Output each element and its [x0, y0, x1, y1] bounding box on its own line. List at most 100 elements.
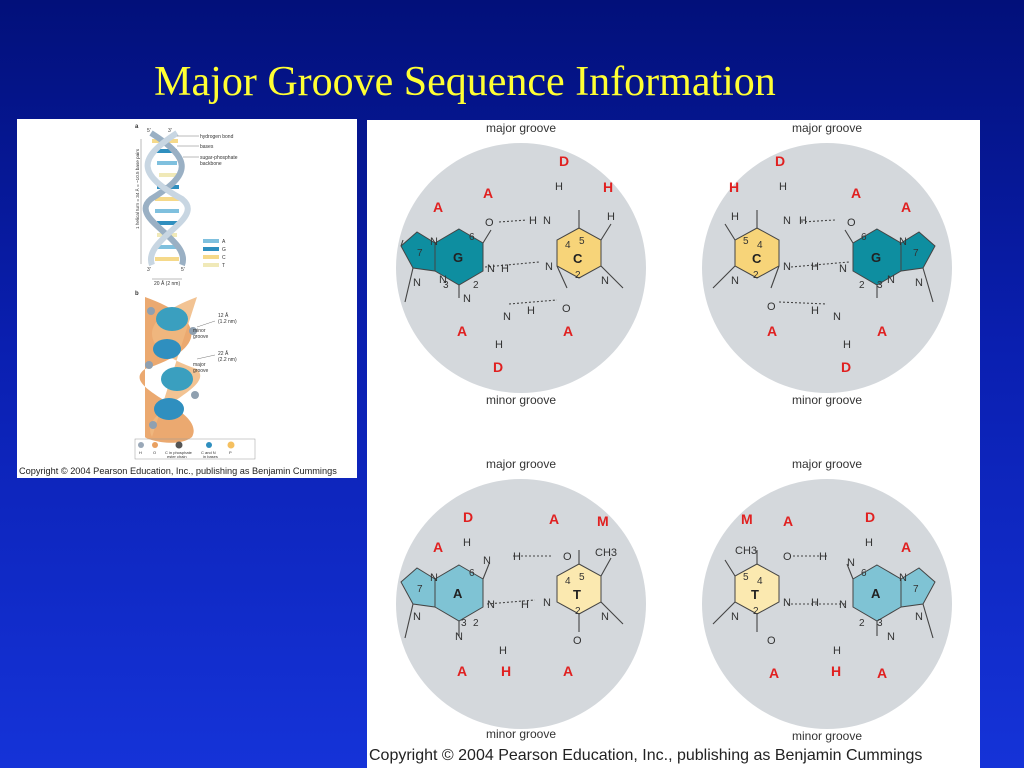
svg-text:N: N — [487, 599, 495, 611]
base-t: T — [751, 587, 759, 602]
svg-text:D: D — [865, 509, 875, 525]
svg-text:5: 5 — [579, 572, 585, 583]
svg-text:H: H — [729, 179, 739, 195]
svg-text:4: 4 — [565, 576, 571, 587]
major-groove-title: major groove — [792, 121, 862, 135]
svg-text:N: N — [839, 599, 847, 611]
svg-text:H: H — [555, 181, 563, 193]
minor-groove-size: (1.2 nm) — [218, 319, 237, 325]
hydrogen-bond-label: hydrogen bond — [200, 134, 234, 140]
svg-text:N: N — [463, 293, 471, 305]
svg-text:H: H — [529, 215, 537, 227]
svg-text:A: A — [769, 665, 779, 681]
svg-text:4: 4 — [757, 576, 763, 587]
svg-text:2: 2 — [859, 618, 865, 629]
svg-text:O: O — [767, 301, 776, 313]
svg-text:A: A — [851, 185, 861, 201]
svg-text:O: O — [847, 217, 856, 229]
svg-text:4: 4 — [757, 240, 763, 251]
svg-text:P: P — [229, 450, 232, 455]
svg-text:5: 5 — [743, 572, 749, 583]
svg-text:H: H — [501, 263, 509, 275]
base-g: G — [453, 250, 463, 265]
major-groove-title: major groove — [792, 457, 862, 471]
svg-text:N: N — [543, 215, 551, 227]
svg-text:N: N — [543, 597, 551, 609]
svg-text:D: D — [841, 359, 851, 375]
svg-text:N: N — [783, 215, 791, 227]
svg-text:N: N — [887, 274, 895, 286]
svg-text:N: N — [731, 275, 739, 287]
svg-text:A: A — [457, 663, 467, 679]
svg-text:A: A — [549, 511, 559, 527]
svg-text:O: O — [153, 450, 156, 455]
svg-text:N: N — [887, 631, 895, 643]
svg-text:O: O — [562, 303, 571, 315]
svg-text:O: O — [485, 217, 494, 229]
base-a: A — [453, 586, 463, 601]
strand-label: 3' — [168, 128, 172, 134]
svg-text:N: N — [839, 263, 847, 275]
svg-text:ester chain: ester chain — [167, 454, 187, 459]
svg-text:A: A — [783, 513, 793, 529]
at-pair: major groove minor groove H N H O CH3 N … — [396, 457, 646, 741]
svg-text:A: A — [483, 185, 493, 201]
svg-text:A: A — [433, 539, 443, 555]
svg-text:H: H — [513, 551, 521, 563]
svg-text:O: O — [783, 551, 792, 563]
svg-text:2: 2 — [473, 618, 479, 629]
svg-text:N: N — [601, 611, 609, 623]
minor-groove-title: minor groove — [792, 393, 862, 407]
svg-text:N: N — [833, 311, 841, 323]
svg-text:N: N — [915, 611, 923, 623]
svg-text:7: 7 — [417, 584, 423, 595]
svg-text:7: 7 — [417, 248, 423, 259]
svg-text:2: 2 — [575, 270, 581, 281]
gc-pair: major groove minor groove N N N O H N H … — [396, 121, 646, 407]
svg-text:A: A — [457, 323, 467, 339]
svg-text:7: 7 — [913, 584, 919, 595]
svg-text:H: H — [819, 551, 827, 563]
legend-c: C — [222, 255, 226, 261]
svg-text:D: D — [559, 153, 569, 169]
svg-text:A: A — [433, 199, 443, 215]
svg-text:H: H — [831, 663, 841, 679]
ta-pair: major groove minor groove CH3 O H N H N … — [702, 457, 952, 743]
minor-groove-title: minor groove — [792, 729, 862, 743]
svg-text:N: N — [503, 311, 511, 323]
svg-text:4: 4 — [565, 240, 571, 251]
svg-text:A: A — [877, 323, 887, 339]
svg-text:2: 2 — [753, 270, 759, 281]
major-groove-size: (2.2 nm) — [218, 357, 237, 363]
svg-text:N: N — [601, 275, 609, 287]
minor-groove-title: minor groove — [486, 393, 556, 407]
svg-text:H: H — [495, 339, 503, 351]
svg-text:A: A — [563, 663, 573, 679]
helix-backbone — [144, 130, 191, 267]
base-color-legend: A G C T — [203, 239, 226, 269]
left-copyright: Copyright © 2004 Pearson Education, Inc.… — [19, 466, 337, 476]
major-groove-size: 22 Å — [218, 350, 229, 357]
base-a: A — [871, 586, 881, 601]
cg-pair: major groove minor groove H H N H O N H … — [702, 121, 952, 407]
atom-color-legend: H O C in phosphate ester chain C and N i… — [134, 438, 256, 460]
groove-circle — [702, 143, 952, 393]
svg-text:N: N — [545, 261, 553, 273]
svg-text:H: H — [463, 537, 471, 549]
svg-text:H: H — [843, 339, 851, 351]
strand-label: 3' — [147, 267, 151, 273]
base-c: C — [573, 251, 583, 266]
panel-a-label: a — [135, 124, 139, 130]
svg-text:2: 2 — [575, 606, 581, 617]
svg-text:N: N — [430, 236, 438, 248]
svg-text:A: A — [901, 539, 911, 555]
backbone-label: sugar-phosphate — [200, 155, 238, 161]
minor-groove-label: minor — [193, 328, 206, 334]
legend-a: A — [222, 239, 226, 245]
major-groove-label: groove — [193, 368, 209, 374]
helical-turn-label: 1 helical turn = 34 Å = ~10.5 base pairs — [134, 148, 140, 229]
svg-text:H: H — [603, 179, 613, 195]
strand-label: 5' — [147, 128, 151, 134]
helix-backbone — [142, 130, 186, 267]
svg-text:N: N — [899, 572, 907, 584]
